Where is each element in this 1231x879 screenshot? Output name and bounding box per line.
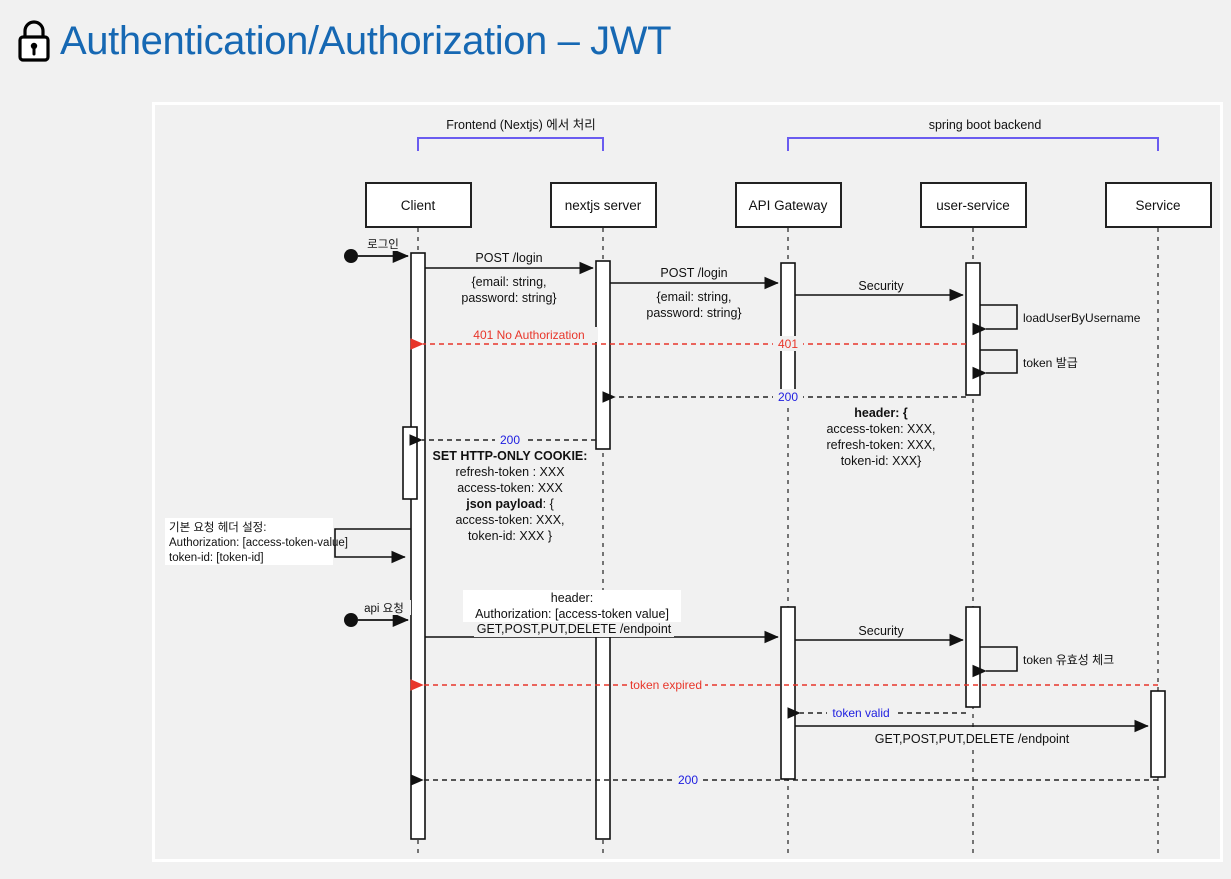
message-label-401: 401 [778,337,798,351]
message-label: token 유효성 체크 [1023,653,1114,667]
message-label: token 발급 [1023,356,1078,370]
group-label-backend: spring boot backend [929,118,1042,132]
json-payload-line: json payload: { [465,497,554,511]
note-auth-label: Authorization: [access-token value] [475,607,669,621]
message-security-2: Security [795,624,964,647]
participant-nextjs-server[interactable]: nextjs server [550,182,657,228]
activation-apigw-1 [780,262,796,396]
message-label-200: 200 [778,390,798,404]
message-body-line2: password: string} [461,291,556,305]
lock-icon [14,17,54,65]
participant-user-service[interactable]: user-service [920,182,1027,228]
actor-login: 로그인 [344,236,409,264]
group-backend: spring boot backend [787,115,1159,151]
participant-label: Client [401,198,436,213]
message-self-token-issue: token 발급 [972,349,1078,380]
message-label: POST /login [660,266,727,280]
message-security-1: Security [795,279,964,302]
message-post-login-1: POST /login {email: string, password: st… [425,251,594,305]
message-label-expired: token expired [630,678,702,692]
message-self-load-user: loadUserByUsername [972,304,1141,336]
message-label: Security [858,279,904,293]
activation-userservice-1 [965,262,981,396]
json-payload-title: json payload [465,497,542,511]
message-endpoint-request: header: Authorization: [access-token val… [425,590,779,644]
note-line2: Authorization: [access-token-value] [169,537,348,549]
actor-dot [344,249,358,263]
message-label-200: 200 [500,433,520,447]
message-self-token-check: token 유효성 체크 [972,646,1114,678]
message-200-to-nextjs: 200 header: { access-token: XXX, refresh… [602,389,966,468]
message-label: Security [858,624,904,638]
actor-label-api: api 요청 [364,602,404,615]
header-note-title: header: { [854,406,908,420]
sequence-diagram-frame: Frontend (Nextjs) 에서 처리 spring boot back… [152,102,1223,862]
page-title-text: Authentication/Authorization – JWT [60,18,672,63]
note-line1: 기본 요청 헤더 설정: [169,521,266,534]
note-line3: token-id: [token-id] [169,552,264,564]
activation-userservice-2 [965,606,981,708]
activation-service-1 [1150,690,1166,778]
message-label-valid: token valid [832,706,889,720]
message-body-line1: {email: string, [471,275,546,289]
activation-client-main [410,252,426,840]
note-default-request-header: 기본 요청 헤더 설정: Authorization: [access-toke… [165,518,411,565]
message-401: 401 401 No Authorization [410,327,966,351]
participant-label: API Gateway [749,198,828,213]
header-note-refresh: refresh-token: XXX, [826,438,935,452]
activation-nextjs-1 [595,260,611,450]
participant-label: nextjs server [565,198,642,213]
header-note-access: access-token: XXX, [826,422,935,436]
activation-client-nested [402,426,418,500]
message-body-line2: password: string} [646,306,741,320]
participant-api-gateway[interactable]: API Gateway [735,182,842,228]
message-label-401-full: 401 No Authorization [473,328,584,342]
message-token-valid: token valid [787,705,966,720]
message-label-200: 200 [678,773,698,787]
cookie-access: access-token: XXX [457,481,563,495]
participant-label: user-service [936,198,1010,213]
json-access: access-token: XXX, [455,513,564,527]
message-endpoint-forward: GET,POST,PUT,DELETE /endpoint [795,719,1149,746]
message-body-line1: {email: string, [656,290,731,304]
actor-dot [344,613,358,627]
json-payload-colon: : { [543,497,554,511]
message-post-login-2: POST /login {email: string, password: st… [610,266,779,320]
message-200-final: 200 [410,772,1158,787]
page-title: Authentication/Authorization – JWT [14,10,672,72]
sequence-diagram-canvas: Frontend (Nextjs) 에서 처리 spring boot back… [165,115,1212,853]
participant-client[interactable]: Client [365,182,472,228]
message-label: loadUserByUsername [1023,311,1141,325]
activation-nextjs-2 [595,602,611,840]
activation-apigw-2 [780,606,796,780]
message-200-to-client: 200 SET HTTP-ONLY COOKIE: refresh-token … [409,432,596,543]
message-label-endpoint: GET,POST,PUT,DELETE /endpoint [477,622,672,636]
participant-service[interactable]: Service [1105,182,1212,228]
cookie-title: SET HTTP-ONLY COOKIE: [433,449,588,463]
message-label: POST /login [475,251,542,265]
note-header-label: header: [551,591,593,605]
actor-label-login: 로그인 [367,238,399,251]
cookie-refresh: refresh-token : XXX [455,465,565,479]
participant-label: Service [1135,198,1180,213]
note-background [165,518,333,565]
actor-api-request: api 요청 [344,600,411,628]
message-token-expired: token expired [410,677,1158,692]
header-note-tokenid: token-id: XXX} [841,454,922,468]
group-label-frontend: Frontend (Nextjs) 에서 처리 [446,118,596,132]
json-tokenid: token-id: XXX } [468,529,552,543]
group-frontend: Frontend (Nextjs) 에서 처리 [417,115,611,151]
message-label-endpoint: GET,POST,PUT,DELETE /endpoint [875,732,1070,746]
